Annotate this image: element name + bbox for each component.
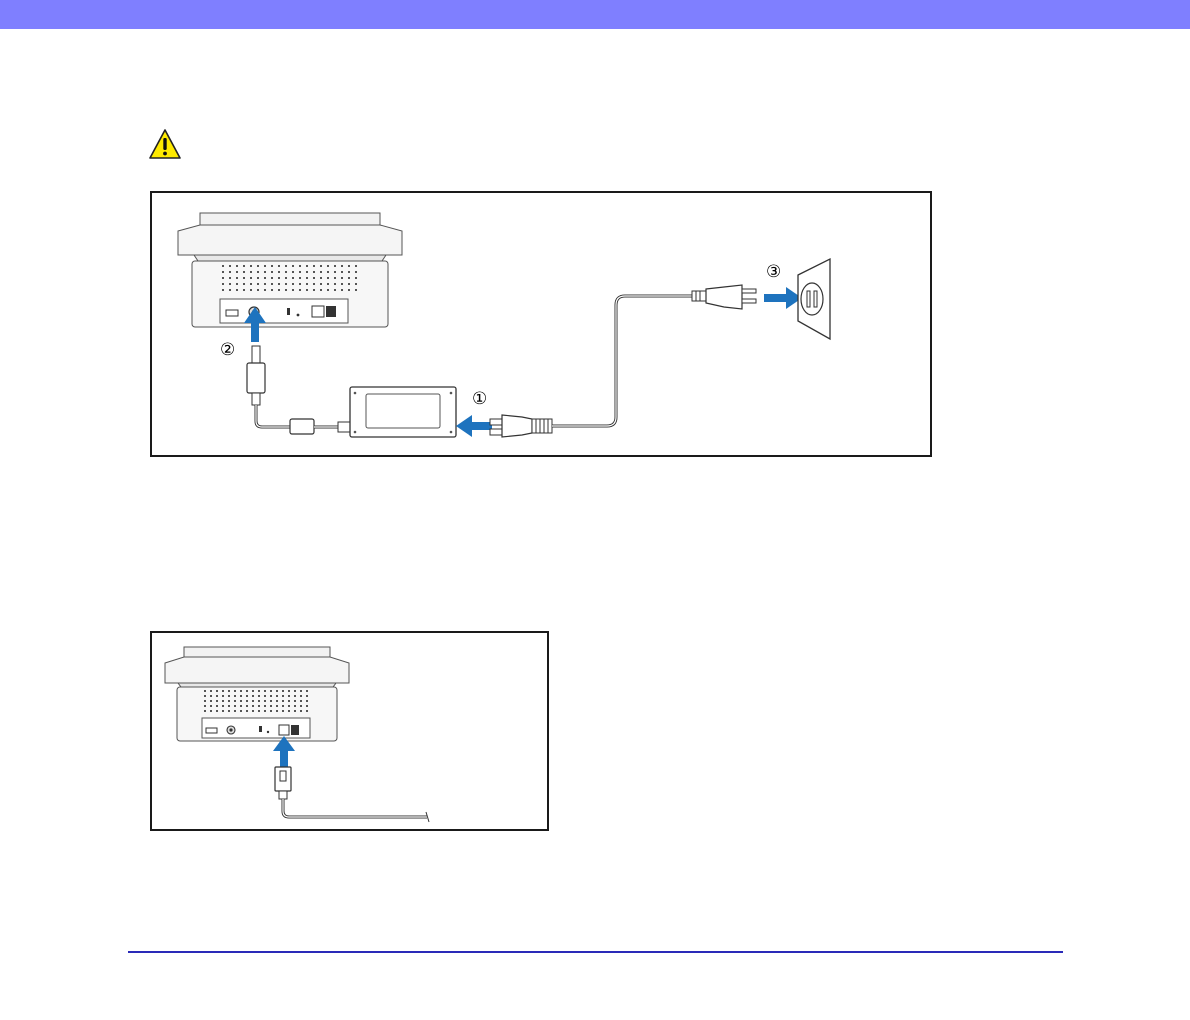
header-bar [0,0,1190,29]
footer-rule [128,951,1063,953]
arrow-right-icon [764,287,802,309]
ac-adapter-illustration [350,387,456,437]
step-2-label: ② [220,340,235,360]
arrow-left-icon [456,415,492,437]
scanner-rear-illustration [165,647,349,741]
ac-cord-connector-illustration [490,296,692,437]
lan-connection-figure [150,631,549,831]
wall-outlet-illustration [798,259,830,339]
scanner-rear-illustration [178,213,402,327]
lan-cable-illustration [275,767,429,822]
warning-icon [148,128,182,160]
power-connection-figure: ② ① [150,191,932,457]
dc-plug-illustration [247,346,350,434]
step-3-label: ③ [766,262,781,282]
wall-plug-illustration [692,285,756,309]
step-1-label: ① [472,389,487,409]
